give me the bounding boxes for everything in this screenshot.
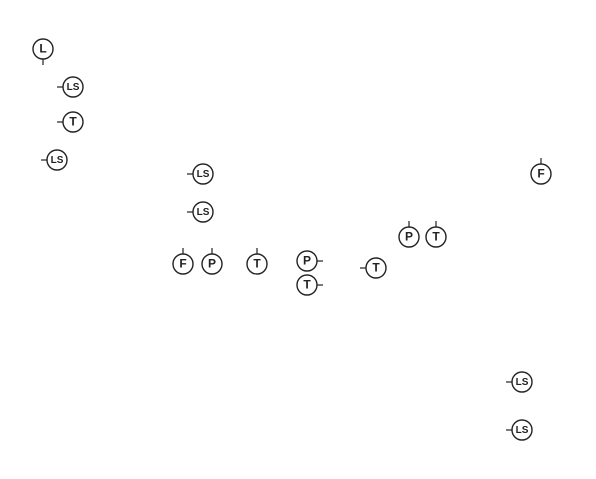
symbol-circle <box>62 76 84 98</box>
symbol-circle <box>46 149 68 171</box>
symbol-label: LS <box>67 82 80 93</box>
symbol-circle <box>365 257 387 279</box>
symbol-label: P <box>208 257 216 271</box>
symbol-label: F <box>179 257 186 271</box>
symbol-circle <box>32 38 54 60</box>
symbol-label: LS <box>197 169 210 180</box>
symbol-ls-ls6: LS <box>506 419 533 441</box>
symbol-p-p3: P <box>398 221 420 248</box>
symbol-circle <box>192 201 214 223</box>
symbol-circle <box>530 163 552 185</box>
symbol-t-t5: T <box>425 221 447 248</box>
symbol-label: T <box>372 261 380 275</box>
symbol-ls-ls5: LS <box>506 371 533 393</box>
symbol-circle <box>172 253 194 275</box>
symbol-circle <box>296 274 318 296</box>
symbol-ls-ls2: LS <box>41 149 68 171</box>
symbol-circle <box>62 111 84 133</box>
symbol-t-t2: T <box>246 248 268 275</box>
symbol-t-t1: T <box>57 111 84 133</box>
symbol-circle <box>246 253 268 275</box>
symbol-label: F <box>537 167 544 181</box>
symbol-label: L <box>39 42 46 56</box>
symbol-label: T <box>303 278 311 292</box>
symbol-t-t3: T <box>296 274 323 296</box>
symbol-ls-ls3: LS <box>187 163 214 185</box>
symbol-label: T <box>69 115 77 129</box>
symbol-ls-ls4: LS <box>187 201 214 223</box>
symbol-p-p2: P <box>296 250 323 272</box>
symbol-circle <box>511 419 533 441</box>
symbol-circle <box>398 226 420 248</box>
symbol-f-f1: F <box>172 248 194 275</box>
symbol-circle <box>201 253 223 275</box>
symbol-label: P <box>405 230 413 244</box>
symbol-circle <box>296 250 318 272</box>
symbol-f-f2: F <box>530 158 552 185</box>
symbol-p-p1: P <box>201 248 223 275</box>
symbol-label: P <box>303 254 311 268</box>
symbol-circle <box>511 371 533 393</box>
symbol-circle <box>192 163 214 185</box>
symbol-circle <box>425 226 447 248</box>
symbol-label: LS <box>516 377 529 388</box>
symbol-t-t4: T <box>360 257 387 279</box>
symbol-label: LS <box>197 207 210 218</box>
symbol-label: LS <box>516 425 529 436</box>
symbol-label: T <box>432 230 440 244</box>
symbol-label: T <box>253 257 261 271</box>
symbol-ls-ls1: LS <box>57 76 84 98</box>
symbol-l-l1: L <box>32 38 54 65</box>
symbol-label: LS <box>51 155 64 166</box>
